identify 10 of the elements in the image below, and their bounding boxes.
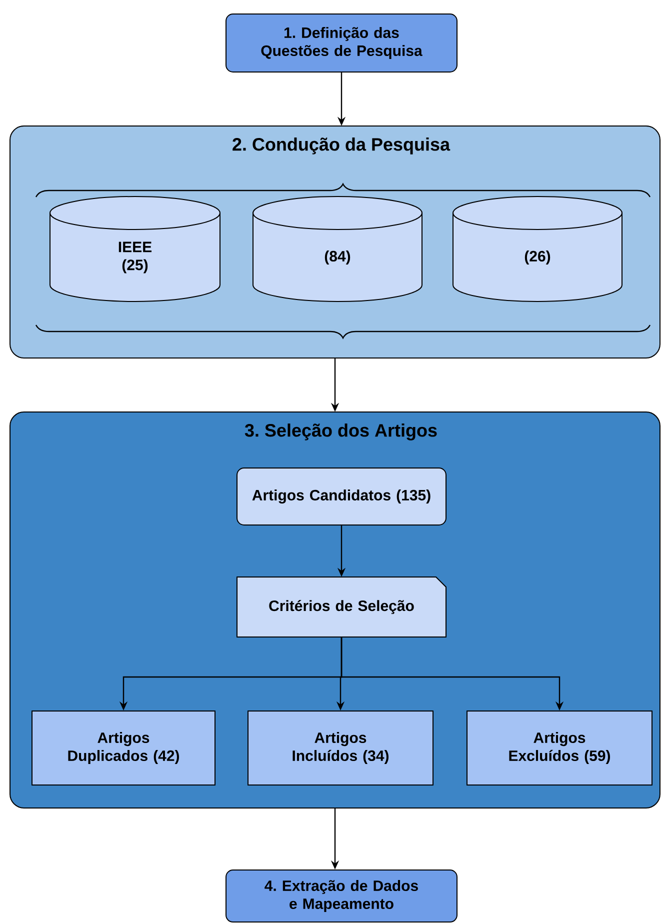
database-cylinder: IEEE (25) xyxy=(50,196,220,302)
result-box: Artigos Duplicados (42) xyxy=(32,710,216,786)
document-box: Critérios de Seleção xyxy=(236,576,446,638)
database-cylinder: (84) xyxy=(252,196,422,302)
result-box: Artigos Incluídos (34) xyxy=(248,710,434,786)
step-box: 1. Definição das Questões de Pesquisa xyxy=(226,14,458,72)
result-box: Artigos Excluídos (59) xyxy=(466,710,652,786)
process-box: Artigos Candidatos (135) xyxy=(236,468,446,526)
database-cylinder: (26) xyxy=(452,196,622,302)
step-box: 4. Extração de Dados e Mapeamento xyxy=(226,870,458,922)
